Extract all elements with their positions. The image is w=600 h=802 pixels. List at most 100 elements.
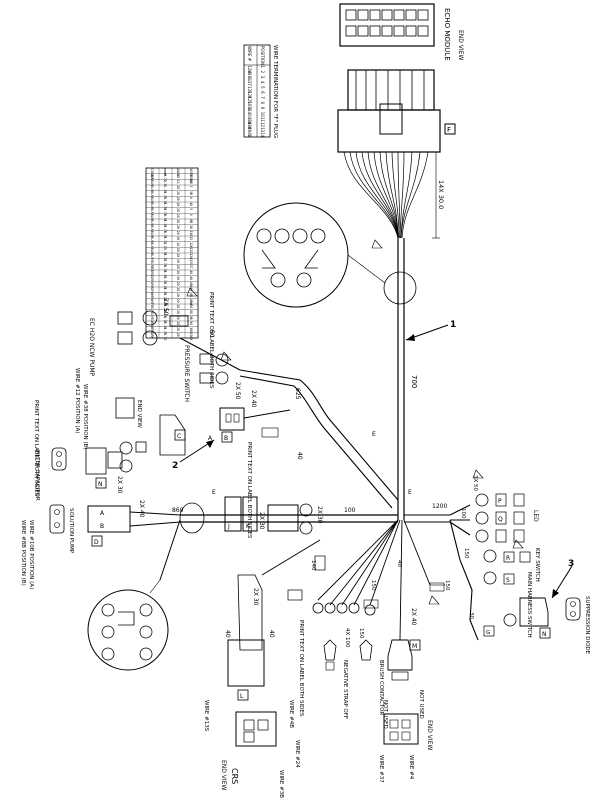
echo-module-label: ECHO MODULE: [443, 8, 451, 61]
svg-text:140: 140: [310, 560, 316, 571]
svg-text:KEY SWITCH: KEY SWITCH: [534, 548, 540, 582]
wire-list-cell: BLK: [150, 191, 154, 197]
svg-text:BRUSH CONTACTOR: BRUSH CONTACTOR: [378, 660, 384, 715]
svg-text:700: 700: [410, 375, 418, 388]
wtt-cell: 2: [260, 71, 265, 74]
svg-text:SOLUTION PUMP: SOLUTION PUMP: [68, 508, 74, 554]
svg-text:WIRE #38 POSITION (B): WIRE #38 POSITION (B): [82, 384, 88, 449]
svg-text:50: 50: [208, 330, 215, 338]
svg-text:G: G: [486, 630, 490, 636]
wire-list-cell: BLK: [150, 180, 154, 186]
connector-m: 2X 40 M NOT USED NOT USED WIRE #37 WIRE …: [378, 608, 433, 783]
wtt-cell: 11: [260, 117, 265, 122]
svg-text:PRINT TEXT ON LABEL BOTH SIDES: PRINT TEXT ON LABEL BOTH SIDES: [208, 292, 214, 389]
wire-list-cell: 0.75: [163, 321, 167, 329]
svg-text:2X 40: 2X 40: [410, 608, 417, 626]
branch-upper-left: [239, 369, 399, 509]
wire-list-cell: 4X: [189, 202, 193, 206]
svg-text:L: L: [240, 693, 244, 700]
wtt-cell: 37: [247, 81, 252, 86]
pin-detail-bottom: [87, 579, 169, 671]
svg-text:Q: Q: [498, 516, 503, 523]
wire-list-cell: 20: [176, 185, 180, 189]
plug-f: F: [337, 69, 456, 153]
wire-list-cell: YEL: [150, 304, 154, 310]
svg-text:2X 30: 2X 30: [252, 588, 259, 606]
wire-list-cell: 20: [176, 191, 180, 195]
wire-list-cell: BLK: [150, 214, 154, 220]
svg-text:NEGATIVE STRAP OFF: NEGATIVE STRAP OFF: [342, 660, 348, 719]
wire-list-cell: WHT: [150, 293, 154, 299]
wire-list-cell: 96: [189, 321, 193, 325]
svg-text:14X 30.0: 14X 30.0: [437, 180, 445, 209]
wtt-cell: 8B: [247, 76, 252, 81]
wire-list-cell: 20: [176, 282, 180, 286]
wire-list-cell: 48: [189, 276, 193, 280]
wire-list-cell: GRY: [150, 276, 154, 282]
wtt-cell: 40: [247, 112, 252, 117]
connector-c-group: WIRE #12 POSITION (A) WIRE #38 POSITION …: [33, 368, 303, 539]
svg-text:WIRE #10B POSITION (A): WIRE #10B POSITION (A): [28, 520, 34, 589]
wire-list-cell: 0.75: [163, 299, 167, 307]
wire-list-cell: 0.75: [163, 202, 167, 210]
svg-text:PRESSURE SWITCH: PRESSURE SWITCH: [183, 345, 190, 402]
wire-list-cell: 12K: [189, 242, 193, 248]
wire-list-cell: 8X: [189, 310, 193, 314]
svg-text:WIRE #12 POSITION (A): WIRE #12 POSITION (A): [74, 368, 80, 433]
svg-text:40: 40: [396, 560, 402, 567]
wire-list-cell: 3B: [189, 191, 193, 195]
wire-list-cell: 20: [176, 225, 180, 229]
wire-list-cell: 20: [176, 310, 180, 314]
wtt-cell: 5: [260, 86, 265, 89]
wire-list-cell: 0.75: [163, 219, 167, 227]
wire-list-cell: BLK: [150, 236, 154, 242]
wire-list-header: AWG: [176, 169, 180, 177]
wtt-cell: 6: [260, 91, 265, 94]
wire-list-cell: BLK: [150, 225, 154, 231]
wire-list-cell: 4BW: [189, 299, 193, 305]
svg-text:E: E: [408, 489, 412, 496]
wire-list-cell: 0.75: [163, 214, 167, 222]
wire-list-cell: GRY: [150, 282, 154, 288]
wtt-cell: 12W: [247, 66, 252, 74]
svg-text:150: 150: [463, 548, 469, 559]
wtt-cell: 12K: [247, 91, 252, 99]
wire-list-cell: 2B: [189, 180, 193, 184]
solution-pump: WIRE #8B POSITION (B) WIRE #10B POSITION…: [20, 500, 181, 589]
svg-text:B: B: [224, 435, 228, 442]
wtt-cell: 13S: [247, 86, 252, 94]
svg-text:30: 30: [468, 612, 474, 619]
wire-list-cell: 13S: [189, 259, 193, 265]
svg-text:3X 50: 3X 50: [472, 475, 478, 492]
wire-list-cell: 20: [176, 276, 180, 280]
wire-list-cell: GRN: [150, 333, 154, 339]
wtt-header: WIRE #: [247, 46, 252, 62]
wire-list-cell: 20: [176, 327, 180, 331]
wire-list-cell: YEL: [150, 316, 154, 322]
svg-text:150: 150: [444, 580, 450, 591]
bundle-left: [179, 502, 398, 534]
svg-text:3: 3: [568, 559, 574, 569]
svg-text:100: 100: [344, 507, 356, 514]
wire-list-cell: 20: [176, 197, 180, 201]
wire-list-cell: BLK: [150, 219, 154, 225]
wtt-cell: 48: [247, 71, 252, 76]
svg-text:SUPPRESSION DIODE: SUPPRESSION DIODE: [584, 596, 590, 655]
wire-list-cell: BRN: [150, 327, 154, 333]
wire-list-cell: 100: [189, 327, 193, 333]
wire-list-cell: BLK: [150, 197, 154, 203]
svg-text:C: C: [177, 433, 181, 440]
wire-list-cell: BLK: [150, 174, 154, 180]
wire-list-cell: 20: [176, 253, 180, 257]
svg-text:K: K: [246, 523, 251, 530]
wire-list-cell: 0.75: [163, 327, 167, 335]
pin-detail-top: [243, 202, 417, 308]
wire-list-cell: 20: [176, 202, 180, 206]
wtt-cell: 4BW: [247, 117, 252, 125]
central-terminals: 140 PRINT TEXT ON LABEL BOTH SIDES 4X 10…: [287, 555, 445, 719]
ec-h2o-pump: EC H2O NCW PUMP 2X 50 PRINT TEXT ON LABE…: [88, 287, 241, 389]
svg-text:PRINT TEXT ON LABEL BOTH SIDES: PRINT TEXT ON LABEL BOTH SIDES: [246, 442, 252, 539]
wtt-cell: 8: [260, 102, 265, 105]
